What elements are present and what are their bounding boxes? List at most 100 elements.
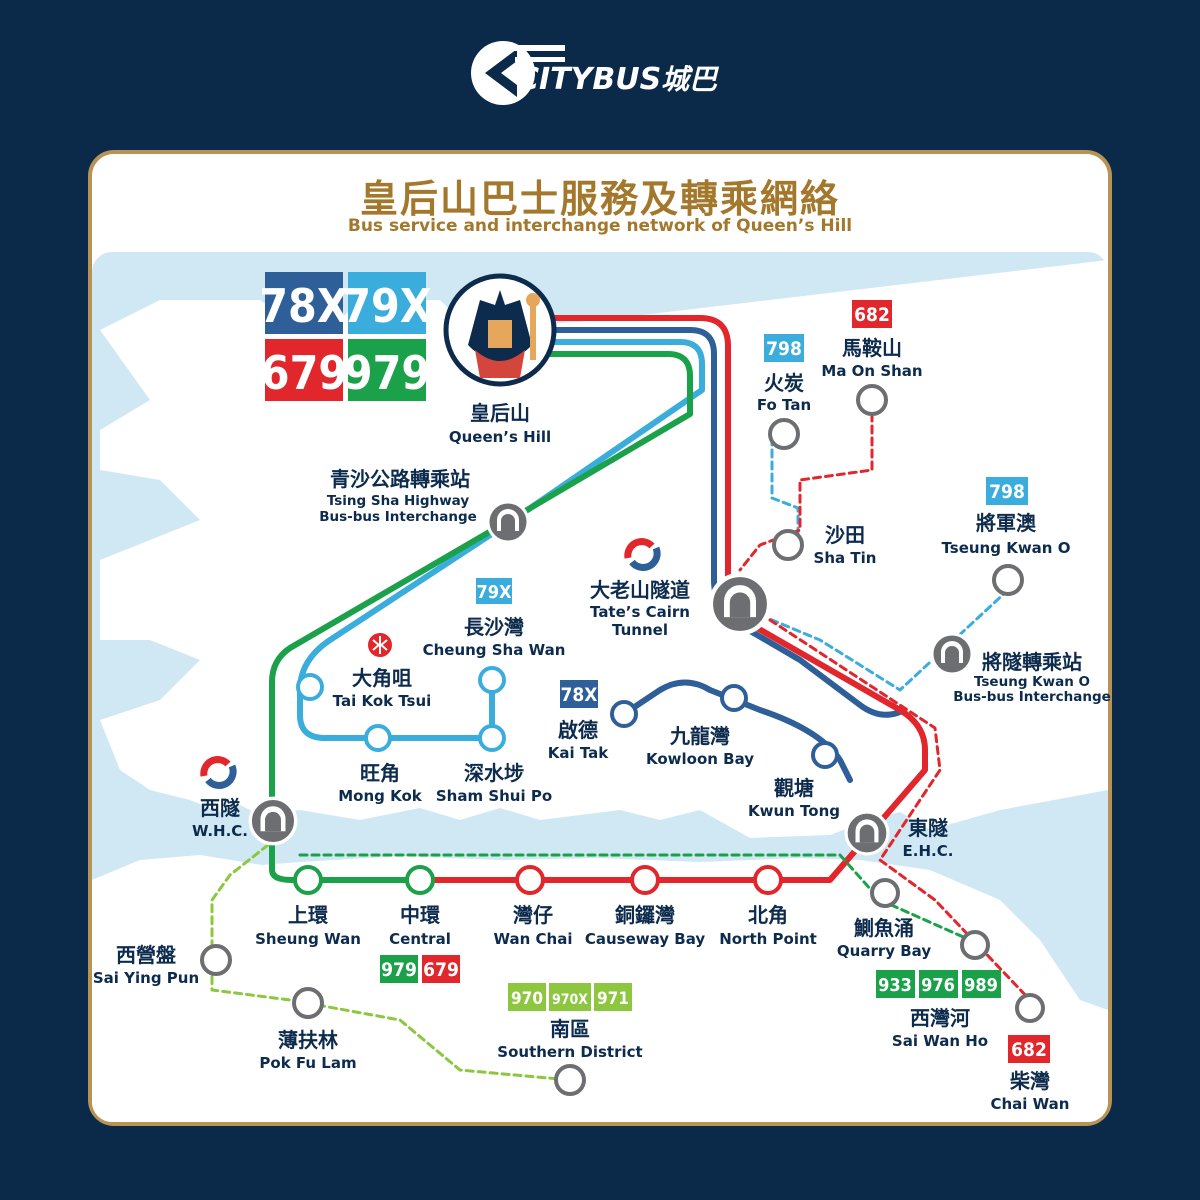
legend-badge-78X[interactable] xyxy=(265,272,343,334)
label-tates-cairn-en2: Tunnel xyxy=(612,621,668,639)
badge-tseung-kwan-o: 798 xyxy=(989,481,1025,503)
badge-central-979: 979 xyxy=(381,959,417,981)
station-sheung-wan[interactable] xyxy=(293,865,323,895)
label-quarry-bay-en: Quarry Bay xyxy=(837,942,931,960)
label-pok-fu-lam-en: Pok Fu Lam xyxy=(259,1054,356,1072)
station-quarry-bay[interactable] xyxy=(870,878,900,908)
label-ehc-zh: 東隧 xyxy=(908,816,948,840)
badge-saiwanho-989: 989 xyxy=(964,975,998,996)
label-tko-interchange-zh: 將隧轉乘站 xyxy=(982,650,1082,674)
label-chai-wan-en: Chai Wan xyxy=(991,1095,1070,1113)
stations xyxy=(200,384,1045,1096)
brand-name-zh: 城巴 xyxy=(661,63,720,96)
station-sai-ying-pun[interactable] xyxy=(200,944,232,976)
label-tates-cairn-zh: 大老山隧道 xyxy=(590,578,690,602)
station-sha-tin[interactable] xyxy=(772,529,804,561)
label-southern-zh: 南區 xyxy=(550,1017,590,1041)
brand-name: CITYBUS xyxy=(517,62,661,97)
label-pok-fu-lam-zh: 薄扶林 xyxy=(278,1028,338,1052)
label-tsing-sha-en1: Tsing Sha Highway xyxy=(327,493,470,509)
legend-badge-679[interactable] xyxy=(265,339,343,401)
queens-hill-icon[interactable] xyxy=(443,273,557,387)
station-tai-kok-tsui[interactable] xyxy=(296,673,324,701)
station-fo-tan[interactable] xyxy=(768,418,800,450)
station-kwun-tong[interactable] xyxy=(811,741,839,769)
station-chai-wan[interactable] xyxy=(1015,993,1045,1023)
tunnel-icon-tates-cairn[interactable] xyxy=(711,575,769,633)
label-north-point-zh: 北角 xyxy=(748,903,788,927)
station-labels: 皇后山 Queen’s Hill 青沙公路轉乘站 Tsing Sha Highw… xyxy=(93,336,1111,1113)
badge-ma-on-shan: 682 xyxy=(854,304,890,326)
route-badges: 79X 798 682 798 78X 979 679 970 970X 971… xyxy=(380,300,1050,1063)
label-sham-shui-po-en: Sham Shui Po xyxy=(436,787,552,805)
station-sai-wan-ho[interactable] xyxy=(960,930,990,960)
label-central-en: Central xyxy=(389,930,451,948)
badge-saiwanho-933: 933 xyxy=(878,975,912,996)
route-legend: 78X 79X 679 979 xyxy=(259,272,432,401)
label-kwun-tong-zh: 觀塘 xyxy=(774,776,814,800)
tunnel-icon-tko[interactable] xyxy=(930,632,974,676)
label-sham-shui-po-zh: 深水埗 xyxy=(464,761,524,785)
station-mong-kok[interactable] xyxy=(364,724,392,752)
station-pok-fu-lam[interactable] xyxy=(292,987,324,1019)
station-wan-chai[interactable] xyxy=(515,865,545,895)
label-tseung-kwan-o-zh: 將軍澳 xyxy=(976,511,1037,535)
label-sai-ying-pun-en: Sai Ying Pun xyxy=(93,969,199,987)
interchange-icon-whc xyxy=(200,756,237,789)
label-whc-zh: 西隧 xyxy=(200,796,240,820)
label-kai-tak-zh: 啟德 xyxy=(558,718,598,742)
label-sai-ying-pun-zh: 西營盤 xyxy=(116,943,177,967)
legend-badge-979[interactable] xyxy=(348,339,426,401)
label-sheung-wan-en: Sheung Wan xyxy=(255,930,361,948)
route-798-fotan xyxy=(770,436,800,542)
label-kwun-tong-en: Kwun Tong xyxy=(748,802,840,820)
station-kai-tak[interactable] xyxy=(610,700,638,728)
label-southern-en: Southern District xyxy=(497,1043,642,1061)
badge-kai-tak: 78X xyxy=(561,684,598,706)
map-title-zh: 皇后山巴士服務及轉乘網絡 xyxy=(359,177,840,221)
tunnel-icon-ehc[interactable] xyxy=(844,810,890,856)
station-tseung-kwan-o[interactable] xyxy=(992,564,1024,596)
station-cheung-sha-wan[interactable] xyxy=(478,666,506,694)
badge-fo-tan: 798 xyxy=(766,338,802,360)
route-79X-line xyxy=(297,339,705,741)
tunnel-icon-tsing-sha[interactable] xyxy=(486,500,530,544)
station-southern-district[interactable] xyxy=(554,1064,586,1096)
station-sham-shui-po[interactable] xyxy=(478,724,506,752)
route-970-line xyxy=(210,843,572,1082)
map-title-en: Bus service and interchange network of Q… xyxy=(347,216,853,236)
label-sha-tin-en: Sha Tin xyxy=(814,549,877,567)
label-mong-kok-zh: 旺角 xyxy=(360,761,400,785)
route-682-chaiwan xyxy=(768,618,1032,1002)
label-wan-chai-zh: 灣仔 xyxy=(513,903,553,927)
label-sai-wan-ho-zh: 西灣河 xyxy=(910,1006,970,1030)
label-tai-kok-tsui-zh: 大角咀 xyxy=(352,666,412,690)
label-ma-on-shan-zh: 馬鞍山 xyxy=(842,336,902,360)
label-causeway-bay-en: Causeway Bay xyxy=(585,930,706,948)
badge-southern-970X: 970X xyxy=(552,992,588,1008)
label-kai-tak-en: Kai Tak xyxy=(548,744,610,762)
label-tsing-sha-zh: 青沙公路轉乘站 xyxy=(330,467,470,491)
label-wan-chai-en: Wan Chai xyxy=(494,930,573,948)
route-979-line xyxy=(269,351,693,883)
station-north-point[interactable] xyxy=(753,865,783,895)
route-682-maonshan xyxy=(738,400,874,572)
label-tai-kok-tsui-en: Tai Kok Tsui xyxy=(333,692,432,710)
label-queens-hill-en: Queen’s Hill xyxy=(449,428,551,446)
station-kowloon-bay[interactable] xyxy=(720,684,748,712)
label-kowloon-bay-en: Kowloon Bay xyxy=(646,750,754,768)
badge-southern-971: 971 xyxy=(597,989,629,1009)
label-tko-interchange-en2: Bus-bus Interchange xyxy=(953,689,1111,705)
badge-southern-970: 970 xyxy=(511,989,543,1009)
label-fo-tan-zh: 火炭 xyxy=(764,371,804,395)
legend-badge-79X[interactable] xyxy=(348,272,426,334)
station-central[interactable] xyxy=(405,865,435,895)
tunnel-icon-whc[interactable] xyxy=(248,796,298,846)
station-causeway-bay[interactable] xyxy=(630,865,660,895)
legend-679-label: 679 xyxy=(261,346,347,400)
label-north-point-en: North Point xyxy=(719,930,817,948)
station-ma-on-shan[interactable] xyxy=(856,384,888,416)
label-ma-on-shan-en: Ma On Shan xyxy=(821,362,922,380)
mtr-icon xyxy=(368,633,392,657)
